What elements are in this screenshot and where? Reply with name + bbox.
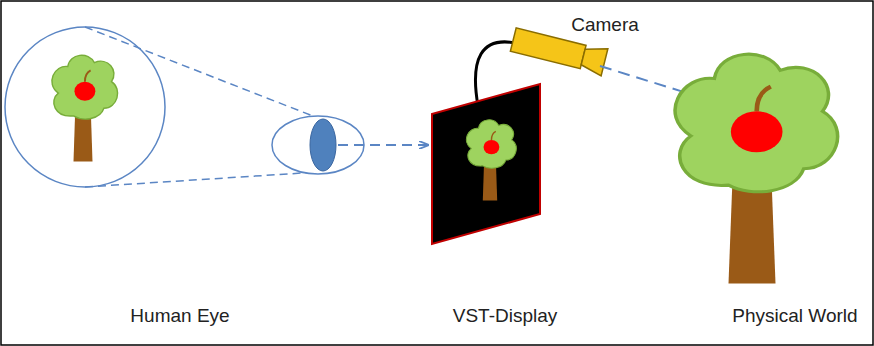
- eye-lens: [310, 119, 336, 171]
- part-label: Human Eye: [130, 305, 229, 328]
- projection-line: [85, 27, 318, 118]
- physical-tree: [675, 54, 838, 283]
- part-label: VST-Display: [453, 305, 558, 328]
- camera-label: Camera: [571, 14, 639, 37]
- display-tree: [466, 120, 516, 201]
- part-label: Physical World: [732, 305, 857, 328]
- retina-circle: [5, 27, 165, 187]
- vst-display: [432, 84, 540, 244]
- projection-line: [85, 172, 318, 187]
- retina-tree: [52, 55, 118, 161]
- view-arrow: [338, 144, 428, 146]
- eye-outline: [272, 116, 364, 174]
